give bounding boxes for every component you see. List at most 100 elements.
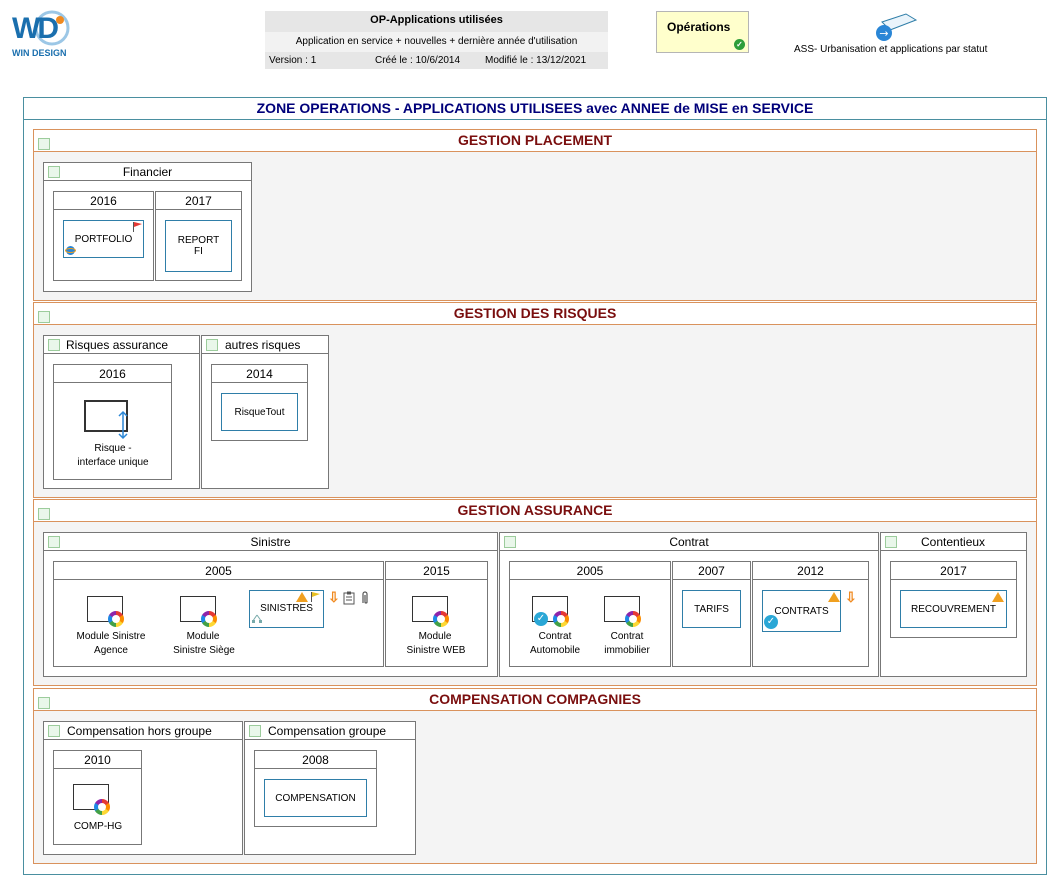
app-label-line2: interface unique [77, 457, 149, 468]
expand-icon[interactable] [249, 725, 261, 737]
expand-icon[interactable] [504, 536, 516, 548]
section-header: GESTION PLACEMENT [34, 130, 1036, 152]
logo-letters: WD [12, 12, 59, 45]
check-icon: ✓ [764, 615, 778, 629]
section-header: GESTION ASSURANCE [34, 500, 1036, 522]
app-tarifs[interactable]: TARIFS [682, 590, 741, 628]
group-title: Sinistre [250, 535, 291, 549]
expand-icon[interactable] [48, 536, 60, 548]
diagram-created: Créé le : 10/6/2014 [375, 55, 461, 66]
group-title: Compensation groupe [268, 724, 387, 738]
clipboard-icon [343, 591, 355, 605]
arrow-down-icon: ⇩ [845, 589, 857, 605]
diagram-version: Version : 1 [269, 55, 317, 66]
year-label: 2015 [386, 562, 487, 580]
logo-brand: WIN DESIGN [12, 48, 67, 58]
app-label-line1: REPORT [177, 235, 220, 246]
app-compensation[interactable]: COMPENSATION [264, 779, 367, 817]
expand-icon[interactable] [38, 697, 50, 709]
expand-icon[interactable] [48, 725, 60, 737]
app-contrat-automobile[interactable]: ✓ Contrat Automobile [520, 594, 590, 658]
diagram-info-box: OP-Applications utilisées Application en… [265, 11, 608, 69]
diagram-subtitle: Application en service + nouvelles + der… [265, 32, 608, 52]
check-icon: ✓ [734, 39, 745, 50]
year-label: 2005 [54, 562, 383, 580]
flag-icon [311, 592, 320, 602]
app-module-sinistre-web[interactable]: Module Sinistre WEB [396, 594, 476, 658]
diagram-link[interactable]: → ASS- Urbanisation et applications par … [790, 12, 1020, 62]
app-ring-icon [625, 611, 641, 627]
app-label-line1: Module [186, 631, 220, 642]
app-label-line2: Agence [94, 645, 128, 656]
group-header: Risques assurance [44, 336, 199, 354]
logo-icon [34, 10, 70, 46]
expand-icon[interactable] [885, 536, 897, 548]
link-label: ASS- Urbanisation et applications par st… [794, 44, 988, 55]
section-header: COMPENSATION COMPAGNIES [34, 689, 1036, 711]
app-ring-icon [201, 611, 217, 627]
warning-icon [992, 592, 1004, 602]
group-title: Contentieux [921, 535, 986, 549]
arrow-down-icon: ⇩ [328, 589, 340, 605]
diagram-title: OP-Applications utilisées [370, 14, 503, 26]
group-header: Sinistre [44, 533, 497, 551]
zone-operations: ZONE OPERATIONS - APPLICATIONS UTILISEES… [23, 97, 1047, 875]
diagram-modified: Modifié le : 13/12/2021 [485, 55, 587, 66]
app-ring-icon [553, 611, 569, 627]
year-label: 2016 [54, 365, 171, 383]
app-comp-hg[interactable]: COMP-HG [60, 782, 136, 834]
expand-icon[interactable] [38, 138, 50, 150]
app-label: COMP-HG [73, 821, 123, 832]
app-label-line1: Contrat [538, 631, 572, 642]
app-report-fi[interactable]: REPORT FI [165, 220, 232, 272]
section-gestion-risques: GESTION DES RISQUES [33, 302, 1037, 498]
windesign-logo: WD WIN DESIGN [8, 10, 78, 65]
app-module-sinistre-siege[interactable]: Module Sinistre Siège [163, 594, 245, 658]
group-header: Contentieux [881, 533, 1026, 551]
app-label: RECOUVREMENT [910, 603, 996, 615]
group-header: Contrat [500, 533, 878, 551]
network-icon [252, 614, 262, 623]
operations-badge[interactable]: Opérations ✓ [656, 11, 749, 53]
year-label: 2010 [54, 751, 141, 769]
app-label: PORTFOLIO [74, 233, 133, 245]
app-label-line1: Contrat [610, 631, 644, 642]
app-contrat-immobilier[interactable]: Contrat immobilier [592, 594, 662, 658]
expand-icon[interactable] [206, 339, 218, 351]
svg-text:→: → [879, 27, 888, 40]
expand-icon[interactable] [48, 339, 60, 351]
app-label-line1: Module Sinistre [76, 631, 146, 642]
app-module-sinistre-agence[interactable]: Module Sinistre Agence [66, 594, 156, 658]
app-label-line2: Sinistre WEB [406, 645, 466, 656]
year-label: 2017 [156, 192, 241, 210]
expand-icon[interactable] [38, 508, 50, 520]
group-title: Risques assurance [66, 338, 169, 352]
app-label-line1: Module [418, 631, 452, 642]
expand-icon[interactable] [38, 311, 50, 323]
operations-label: Opérations [667, 20, 731, 34]
app-label-line2: FI [194, 246, 203, 257]
year-label: 2007 [673, 562, 750, 580]
app-contrats[interactable]: CONTRATS [762, 590, 841, 632]
app-portfolio[interactable]: PORTFOLIO [63, 220, 144, 258]
year-label: 2016 [54, 192, 153, 210]
group-header: Compensation groupe [245, 722, 415, 740]
double-arrow-icon [118, 410, 128, 440]
app-risque-interface-unique[interactable]: Risque - interface unique [60, 396, 166, 472]
app-label: RisqueTout [234, 406, 285, 418]
section-title: GESTION DES RISQUES [453, 305, 617, 321]
app-risquetout[interactable]: RisqueTout [221, 393, 298, 431]
section-title: GESTION ASSURANCE [457, 502, 613, 518]
flag-icon [133, 222, 142, 232]
link-arrow-icon: → [876, 13, 918, 41]
group-header: Compensation hors groupe [44, 722, 242, 740]
section-header: GESTION DES RISQUES [34, 303, 1036, 325]
app-label: COMPENSATION [275, 792, 356, 804]
year-label: 2012 [753, 562, 868, 580]
warning-icon [828, 592, 840, 602]
monitor-icon [87, 596, 123, 622]
app-recouvrement[interactable]: RECOUVREMENT [900, 590, 1007, 628]
expand-icon[interactable] [48, 166, 60, 178]
group-title: Compensation hors groupe [67, 724, 212, 738]
group-title: autres risques [225, 338, 301, 352]
